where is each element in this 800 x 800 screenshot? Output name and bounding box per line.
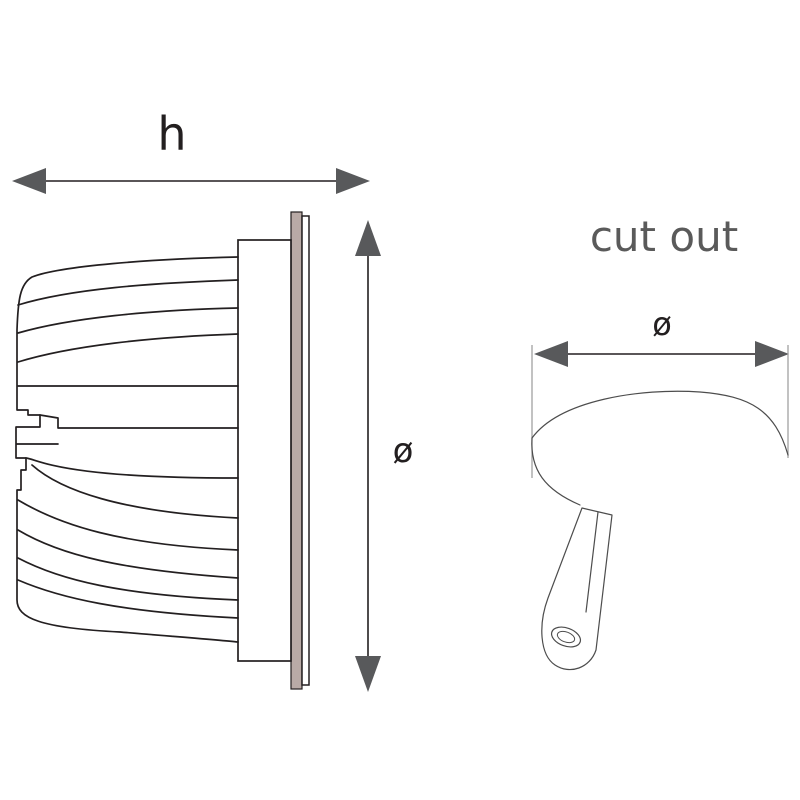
cutter-handle-edge xyxy=(585,511,599,613)
cutter-cup xyxy=(531,390,789,456)
diameter-dimension: ø xyxy=(355,220,413,692)
bezel-ring xyxy=(237,239,292,662)
cut-out-diameter-label: ø xyxy=(652,305,672,343)
cut-out-title: cut out xyxy=(590,212,738,261)
cutter-handle xyxy=(541,507,613,671)
fin-line xyxy=(17,279,239,306)
gasket-strip xyxy=(290,211,303,690)
diameter-label: ø xyxy=(393,431,414,471)
fin-line xyxy=(17,529,239,579)
fixture-side-view xyxy=(15,211,310,690)
fin-line xyxy=(17,557,239,601)
fin-line xyxy=(17,307,239,334)
mounting-slot xyxy=(39,414,239,429)
cutter-cup-side xyxy=(531,437,581,506)
arrow-left-icon xyxy=(534,341,568,367)
arrow-down-icon xyxy=(355,656,381,692)
handle-slot-icon xyxy=(550,626,582,648)
fin-line xyxy=(17,499,239,551)
hole-saw-cutter-icon xyxy=(531,390,789,671)
arrow-up-icon xyxy=(355,220,381,256)
fin-line xyxy=(17,333,239,363)
heatsink-outline xyxy=(15,256,239,643)
fin-line xyxy=(31,464,239,519)
mounting-slot-lower xyxy=(25,457,239,479)
handle-slot-inner xyxy=(556,630,576,644)
fin-line xyxy=(17,579,239,619)
arrow-right-icon xyxy=(755,341,789,367)
height-label: h xyxy=(157,107,186,161)
arrow-left-icon xyxy=(12,168,46,194)
cut-out-section: cut out ø xyxy=(531,212,789,671)
front-cover-plate xyxy=(301,215,310,686)
height-dimension: h xyxy=(12,107,370,194)
arrow-right-icon xyxy=(336,168,370,194)
